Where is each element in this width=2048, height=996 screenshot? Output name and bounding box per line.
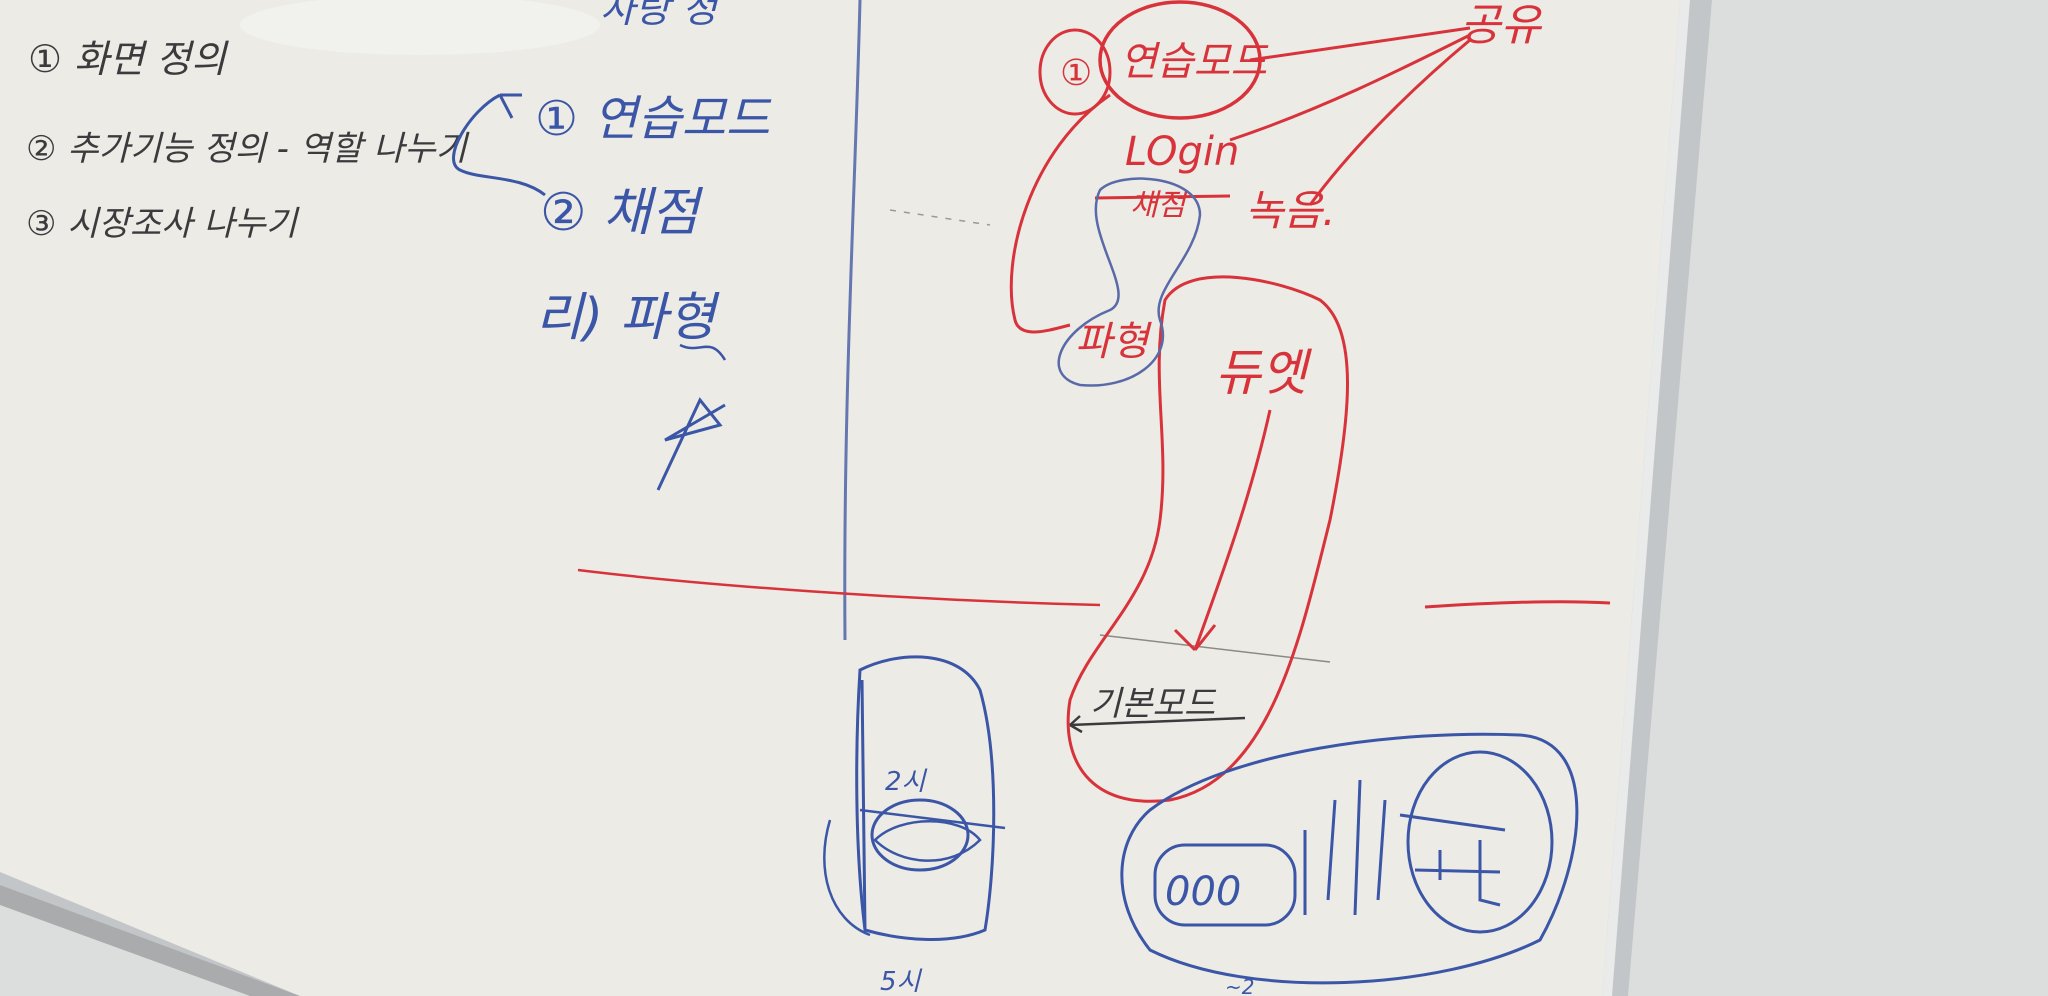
frame-highlight	[1602, 0, 1690, 996]
record-label: 녹음.	[1245, 186, 1336, 235]
bracket-arrowhead	[498, 93, 522, 119]
red-horizontal-line	[577, 568, 1101, 607]
left-list-item-3: ③ 시장조사 나누기	[26, 204, 300, 244]
record-digits: 000	[1165, 869, 1241, 915]
phone-side	[823, 819, 871, 937]
share-arrow-2	[1308, 38, 1471, 206]
middle-item-3: 리) 파형	[535, 288, 720, 348]
record-ui-outline	[1120, 732, 1579, 985]
left-list-item-2: ② 추가기능 정의 - 역할 나누기	[26, 129, 470, 169]
share-arrow-1	[1229, 33, 1471, 142]
red-loop-left	[1009, 93, 1111, 334]
duet-label: 듀엣	[1215, 344, 1312, 402]
record-bars	[1303, 779, 1387, 916]
record-timer-box	[1153, 843, 1297, 927]
star-doodle	[656, 397, 726, 491]
score-struck-label: 채점	[1130, 188, 1189, 223]
middle-item-1: ① 연습모드	[535, 91, 772, 147]
share-label: 공유	[1460, 0, 1542, 51]
red-num: ①	[1060, 53, 1092, 94]
middle-header: 사랑 정	[600, 0, 721, 31]
duet-arrowhead	[1173, 624, 1217, 652]
basic-mode-underline	[1069, 716, 1246, 727]
middle-item-2: ② 채점	[540, 183, 704, 243]
record-button-glyph	[1399, 813, 1506, 907]
left-list-item-1: ① 화면 정의	[28, 37, 229, 81]
bracket-arrow	[452, 93, 546, 197]
wave-squiggle	[679, 343, 727, 361]
phone-sketch	[855, 655, 996, 941]
phone-screen-curve	[873, 820, 982, 862]
board-surface	[0, 0, 1680, 996]
erased-line	[889, 209, 991, 226]
phone-edge	[860, 679, 867, 931]
phone-caption: 5시	[880, 967, 923, 996]
login-label: LOgin	[1125, 129, 1239, 175]
share-arrow-3	[1249, 26, 1471, 62]
fragment-label: ~2	[1225, 975, 1254, 996]
phone-label: 2시	[885, 767, 928, 797]
blue-connector-loop	[1057, 177, 1202, 387]
phone-button-circle	[870, 798, 970, 872]
phone-line	[859, 808, 1006, 830]
red-horizontal-line-right	[1424, 600, 1611, 609]
duet-outline	[1066, 275, 1349, 803]
record-button-circle	[1406, 750, 1554, 934]
red-circle-num	[1038, 28, 1112, 116]
duet-arrow-down	[1193, 409, 1272, 651]
board-ledge	[0, 885, 300, 996]
glare	[240, 0, 600, 55]
strike-line	[1094, 194, 1231, 200]
basic-mode-label: 기본모드	[1090, 684, 1217, 724]
divider-line	[843, 0, 862, 641]
practice-label: 연습모드	[1120, 39, 1269, 85]
wave-label: 파형	[1075, 319, 1153, 365]
basic-mode-arrowhead	[1069, 715, 1083, 734]
